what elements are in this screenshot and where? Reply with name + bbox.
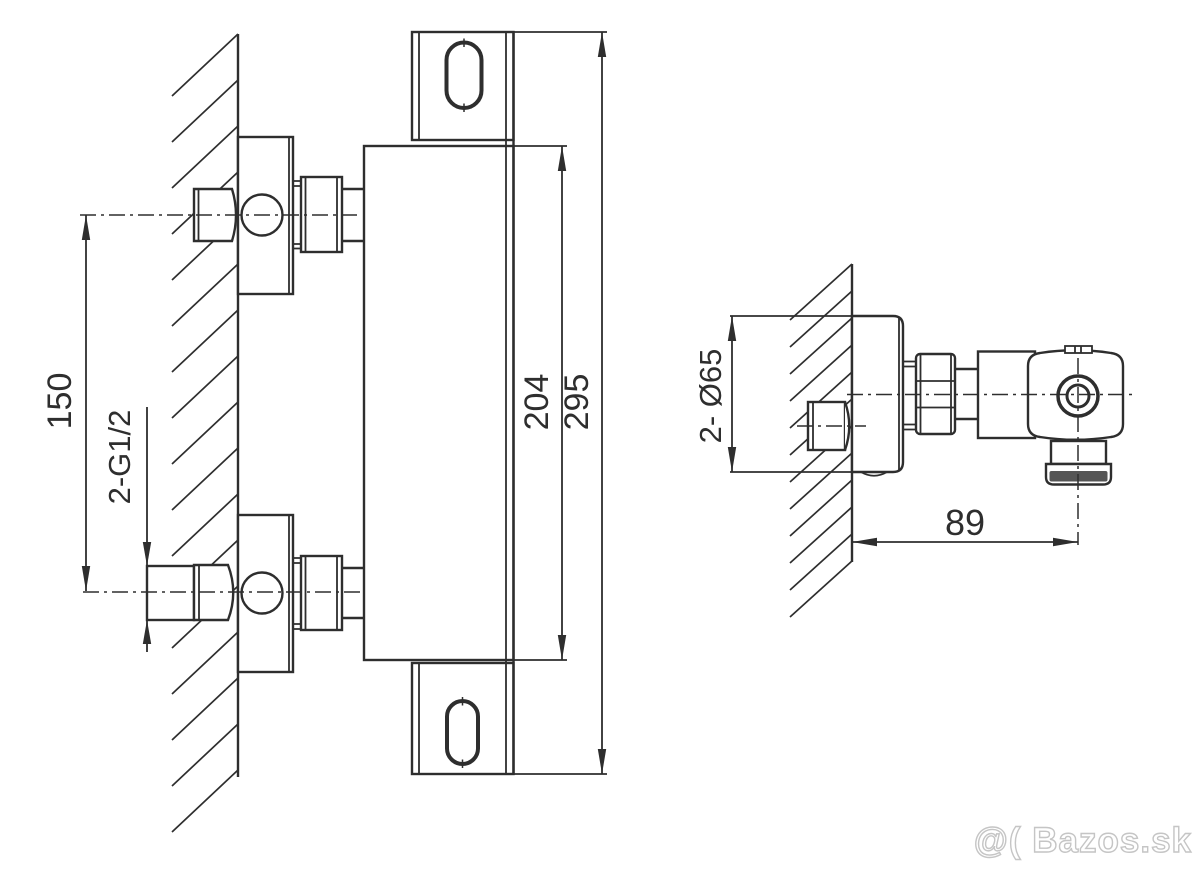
dim-diameter-label: 2- Ø65 — [693, 349, 728, 444]
dim-150: 150 — [41, 215, 91, 591]
dim-diameter-extensions — [730, 315, 852, 473]
front-view: 150 2-G1/2 204 295 — [41, 30, 607, 833]
stem-top — [342, 187, 364, 243]
dim-thread-label: 2-G1/2 — [102, 410, 137, 505]
watermark: @( Bazos.sk — [974, 821, 1192, 860]
front-wall-hatch — [171, 33, 239, 833]
supply-pipe-bottom — [145, 564, 196, 622]
valve-body — [362, 144, 515, 662]
thread-stubs — [293, 180, 301, 630]
bracket-slot-bottom — [445, 699, 480, 766]
head-top-tab-dividers — [1074, 346, 1082, 353]
side-view: 2- Ø65 89 — [693, 263, 1136, 618]
union-nut-bottom — [299, 554, 344, 632]
dim-204: 204 — [513, 145, 567, 661]
dim-thread: 2-G1/2 — [102, 407, 152, 652]
stem-bottom — [342, 566, 364, 620]
head-top-tabs — [1064, 345, 1093, 354]
pivot-circle-bottom — [240, 571, 284, 615]
inlet-plug-top — [192, 187, 238, 243]
stem-side — [955, 367, 978, 421]
bracket-slot-top — [444, 40, 484, 110]
dim-89-label: 89 — [945, 502, 985, 543]
dim-204-label: 204 — [518, 374, 556, 431]
dim-295-label: 295 — [558, 374, 596, 431]
dim-89: 89 — [852, 502, 1078, 547]
dim-150-label: 150 — [41, 373, 79, 430]
escutcheon-side-base-arc — [860, 471, 888, 477]
union-nut-bottom-edges — [304, 556, 338, 630]
side-thread-stubs — [903, 360, 916, 431]
dim-295: 295 — [513, 31, 607, 775]
dim-diameter: 2- Ø65 — [693, 316, 737, 472]
